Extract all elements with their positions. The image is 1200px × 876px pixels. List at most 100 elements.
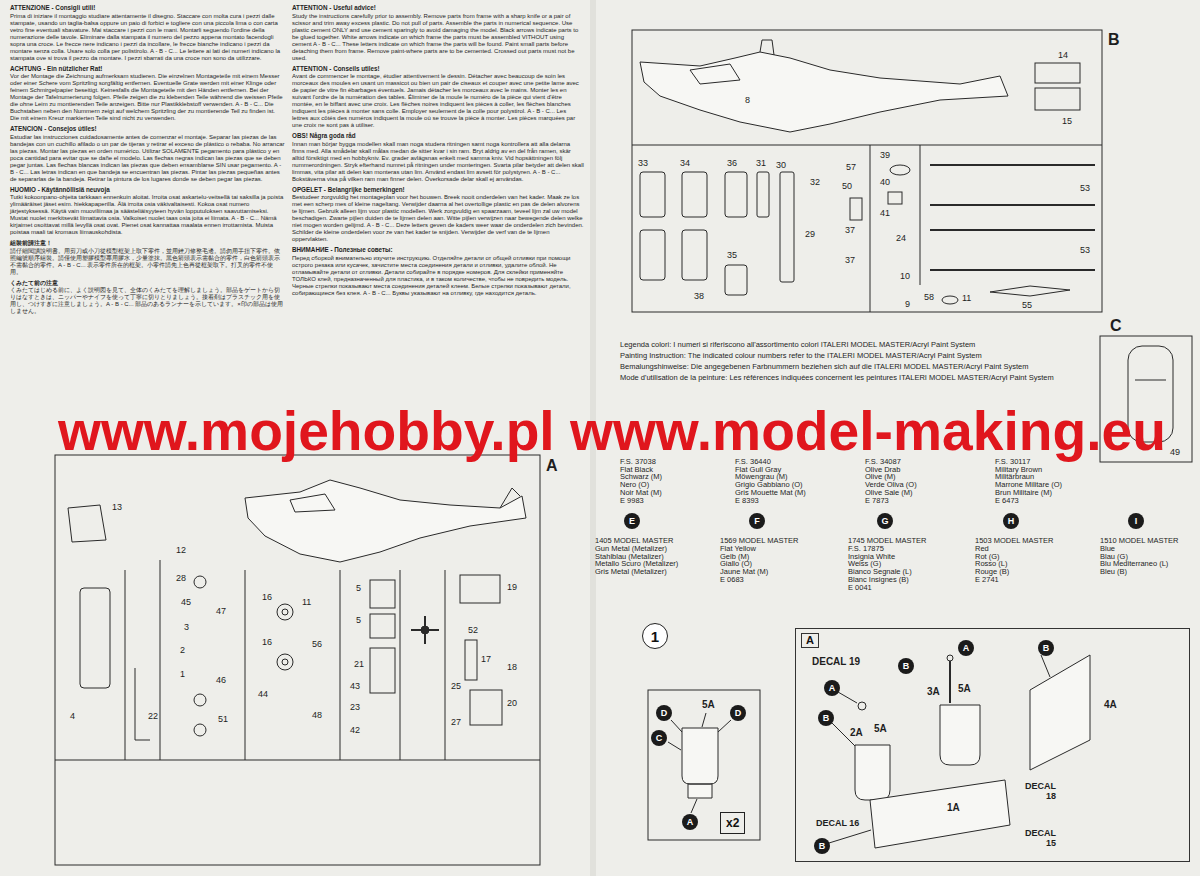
paint-code-circle: A bbox=[682, 814, 698, 830]
paint-spec: Gelb (M) bbox=[720, 553, 749, 561]
part-shape bbox=[465, 640, 477, 680]
instruction-text: 請仔細閱讀說明書。用剪刀或小刀從模型框架上取下零件，並用銼刀修整毛邊。請勿用手扭… bbox=[10, 248, 285, 276]
instruction-heading: ВНИМАНИЕ - Полезные советы: bbox=[292, 246, 584, 254]
part-shape bbox=[370, 580, 395, 608]
paint-code-circle: H bbox=[1003, 513, 1019, 529]
instruction-heading: ATTENTION - Useful advice! bbox=[292, 4, 584, 12]
paint-code-circle: A bbox=[958, 640, 974, 656]
part-shape bbox=[780, 172, 794, 282]
paint-spec: Rot (G) bbox=[975, 553, 1000, 561]
callout-letter: B bbox=[823, 714, 830, 723]
part-number: 8 bbox=[745, 96, 750, 105]
part-shape bbox=[888, 192, 902, 204]
part-number: 17 bbox=[481, 655, 491, 664]
part-number: 34 bbox=[680, 159, 690, 168]
sprue-letter: B bbox=[1108, 32, 1120, 48]
paint-spec: Nero (O) bbox=[620, 481, 649, 489]
watermark: www.mojehobby.pl www.model-making.eu bbox=[58, 404, 1166, 459]
sprue-b bbox=[632, 30, 1102, 312]
part-number: 28 bbox=[176, 574, 186, 583]
paint-legend-text: Legenda colori: I numeri si riferiscono … bbox=[620, 340, 1090, 349]
part-shape bbox=[890, 165, 910, 175]
part-number: 37 bbox=[845, 256, 855, 265]
part-number: 39 bbox=[880, 151, 890, 160]
paint-spec: E 6473 bbox=[995, 497, 1019, 505]
instruction-heading: HUOMIO - Käytännöllisiä neuvoja bbox=[10, 186, 285, 194]
paint-spec: Bianco Segnale (L) bbox=[848, 568, 912, 576]
leader-line bbox=[668, 713, 731, 813]
part-shape bbox=[757, 172, 769, 217]
part-shape bbox=[640, 172, 665, 217]
part-number: 57 bbox=[846, 163, 856, 172]
part-number: 50 bbox=[842, 182, 852, 191]
paint-spec: F.S. 30117 bbox=[995, 458, 1030, 466]
paint-spec: 1510 MODEL MASTER bbox=[1100, 537, 1179, 545]
part-number: 23 bbox=[350, 703, 360, 712]
part-callout: 4A bbox=[1104, 700, 1117, 711]
sprue-frame bbox=[55, 455, 540, 865]
part-shape bbox=[640, 230, 665, 280]
fuselage-half bbox=[245, 480, 526, 562]
paint-code-circle: D bbox=[656, 705, 672, 721]
part-shape bbox=[80, 588, 110, 688]
part-shape bbox=[370, 614, 395, 638]
paint-spec: 1569 MODEL MASTER bbox=[720, 537, 799, 545]
part-number: 48 bbox=[312, 711, 322, 720]
part-number: 1 bbox=[180, 670, 185, 679]
part-number: 40 bbox=[880, 178, 890, 187]
sprue-letter: C bbox=[1110, 318, 1122, 334]
paint-legend-text: Bemalungshinweise: Die angegebenen Farbn… bbox=[620, 362, 1090, 371]
paint-spec: Militärbraun bbox=[995, 473, 1034, 481]
paint-spec: Gun Metal (Metalizer) bbox=[595, 545, 667, 553]
part-number: 51 bbox=[218, 715, 228, 724]
part-number: 22 bbox=[148, 712, 158, 721]
part-shape bbox=[460, 575, 500, 603]
fuselage-half bbox=[640, 52, 1008, 132]
callout-letter: x2 bbox=[726, 816, 739, 830]
part-number: 14 bbox=[1058, 51, 1068, 60]
part-shape bbox=[990, 286, 1070, 296]
part-number: 21 bbox=[354, 660, 364, 669]
paint-spec: Olive Drab bbox=[865, 466, 900, 474]
part-number: 25 bbox=[451, 682, 461, 691]
part-number: 4 bbox=[70, 712, 75, 721]
paint-spec: Gris Metal (Metalizer) bbox=[595, 568, 667, 576]
instruction-heading: ACHTUNG - Ein nützlicher Rat! bbox=[10, 65, 285, 73]
paint-code-circle: G bbox=[877, 513, 893, 529]
part-number: 53 bbox=[1080, 184, 1090, 193]
part-number: 27 bbox=[451, 718, 461, 727]
paint-spec: Brun Militaire (M) bbox=[995, 489, 1052, 497]
part-number: 5 bbox=[356, 584, 361, 593]
sprue-a bbox=[55, 455, 540, 865]
paint-legend-text: Painting Instruction: The indicated colo… bbox=[620, 351, 1090, 360]
part-number: 15 bbox=[1062, 117, 1072, 126]
callout-letter: F bbox=[754, 517, 760, 526]
paint-spec: Noir Mat (M) bbox=[620, 489, 662, 497]
paint-spec: Flat Yellow bbox=[720, 545, 756, 553]
part-shape bbox=[682, 230, 707, 280]
instruction-heading: くみたて前の注意 bbox=[10, 279, 285, 287]
paint-spec: 1503 MODEL MASTER bbox=[975, 537, 1054, 545]
callout-letter: A bbox=[829, 684, 836, 693]
part-number: 3 bbox=[184, 623, 189, 632]
paint-spec: Gris Mouette Mat (M) bbox=[735, 489, 806, 497]
cockpit-floor bbox=[870, 780, 1010, 848]
callout-letter: C bbox=[656, 734, 663, 743]
sprue-frame bbox=[632, 30, 1102, 312]
part-callout: 1A bbox=[947, 803, 960, 814]
paint-code-circle: B bbox=[818, 710, 834, 726]
seat-shape bbox=[682, 728, 718, 798]
instruction-text: Study the instructions carefully prior t… bbox=[292, 13, 584, 62]
callout-letter: B bbox=[819, 842, 826, 851]
paint-spec: Flat Gull Gray bbox=[735, 466, 781, 474]
paint-spec: Verde Oliva (O) bbox=[865, 481, 917, 489]
part-number: 42 bbox=[350, 726, 360, 735]
part-number: 45 bbox=[181, 598, 191, 607]
wheel-shape bbox=[277, 604, 293, 620]
paint-spec: Flat Black bbox=[620, 466, 653, 474]
part-number: 43 bbox=[350, 682, 360, 691]
part-number: 10 bbox=[900, 272, 910, 281]
callout-letter: B bbox=[1043, 644, 1050, 653]
paint-spec: E 0683 bbox=[720, 576, 744, 584]
part-shape bbox=[370, 648, 395, 693]
